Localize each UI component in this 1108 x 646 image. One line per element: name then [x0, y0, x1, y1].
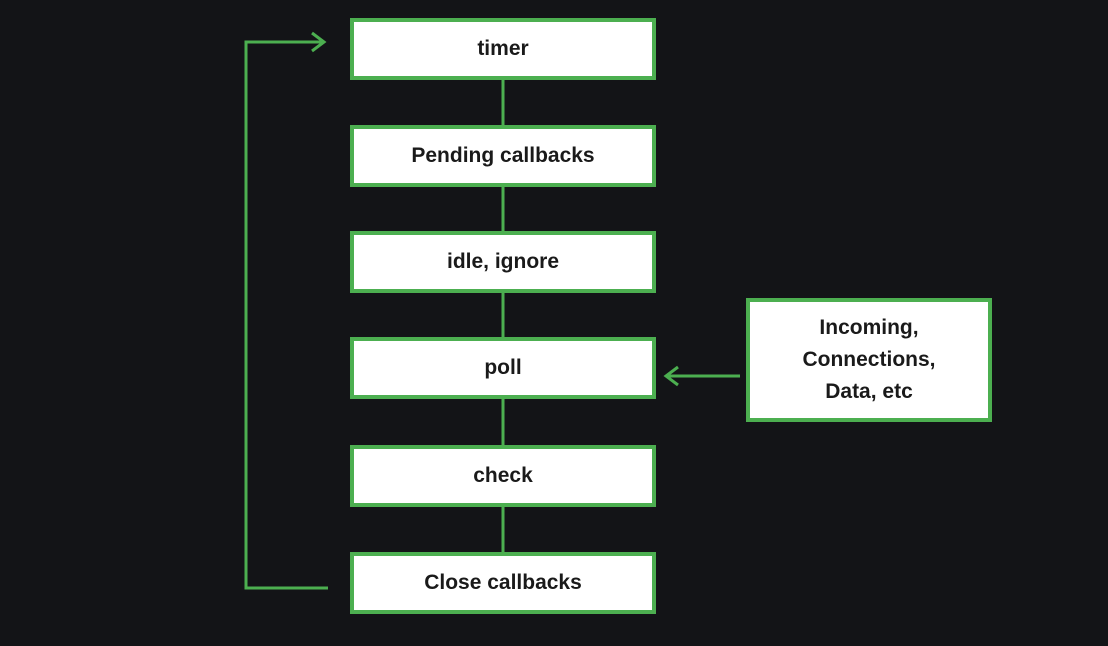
- phase-label: timer: [477, 37, 529, 60]
- input-source-box: Incoming, Connections, Data, etc: [746, 298, 992, 422]
- phase-label: idle, ignore: [446, 250, 559, 273]
- phase-pending-callbacks: Pending callbacks: [350, 125, 656, 187]
- loop-back-arrowhead: [311, 31, 327, 53]
- phase-timer: timer: [350, 18, 656, 80]
- phase-label: check: [473, 464, 533, 487]
- input-arrowhead: [663, 365, 679, 387]
- input-source-label: Incoming, Connections, Data, etc: [802, 316, 936, 403]
- phase-label: Pending callbacks: [411, 144, 595, 167]
- phase-poll: poll: [350, 337, 656, 399]
- phase-check: check: [350, 445, 656, 507]
- phase-label: Close callbacks: [424, 571, 582, 594]
- phase-label: poll: [484, 356, 522, 379]
- phase-idle-ignore: idle, ignore: [350, 231, 656, 293]
- phase-close-callbacks: Close callbacks: [350, 552, 656, 614]
- loop-back-arrow: [244, 40, 328, 590]
